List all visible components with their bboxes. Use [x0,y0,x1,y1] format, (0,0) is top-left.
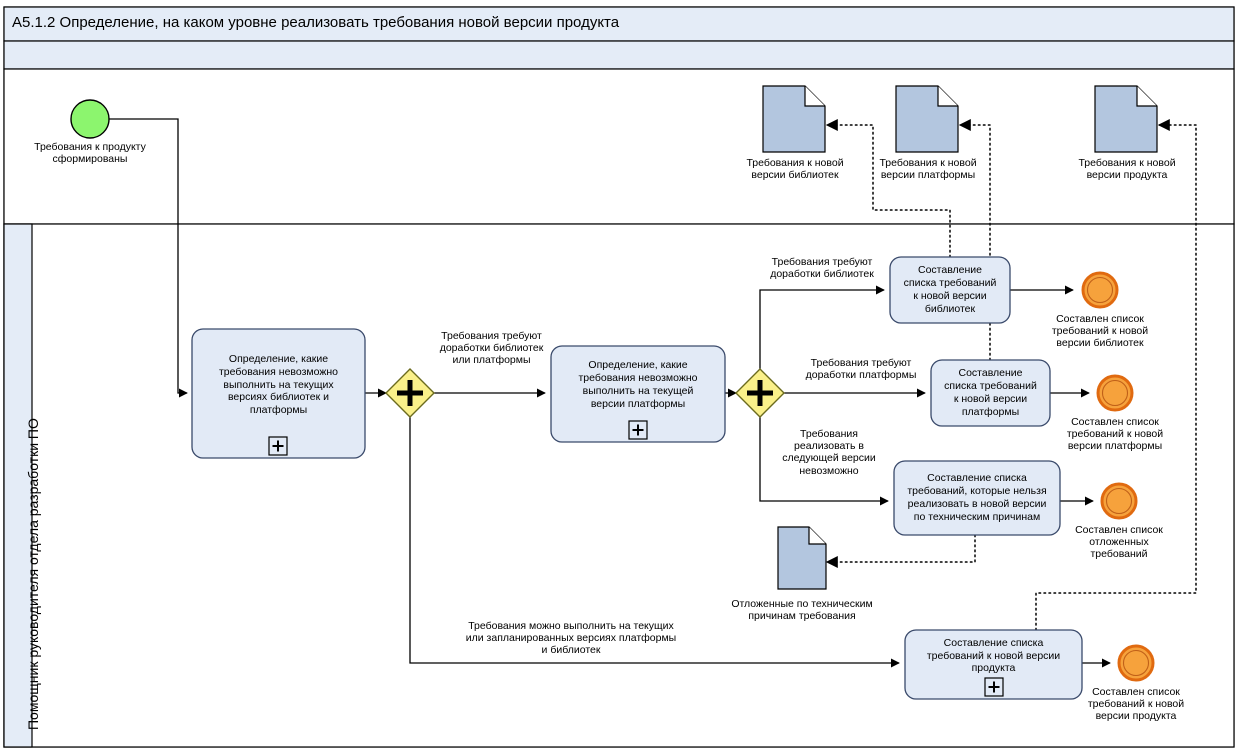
flow-label-needs-platform-rework: Требования требуют доработки платформы [805,357,917,382]
end-event-product-list-label: Составлен список требований к новой верс… [1087,686,1185,723]
end-event-library-list-label: Составлен список требований к новой верс… [1051,313,1149,350]
end-event-deferred-list[interactable] [1100,482,1138,520]
task-compose-library-requirements-label: Составление списка требований к новой ве… [903,264,997,315]
task-compose-platform-requirements[interactable] [930,359,1051,427]
task-compose-product-requirements[interactable] [904,629,1083,700]
data-object-deferred-requirements-label: Отложенные по техническим причинам требо… [731,598,873,623]
task-compose-deferred-requirements[interactable] [893,460,1061,536]
lane-title-assistant: Помощник руководителя отдела разработки … [25,418,41,730]
data-object-library-requirements-label: Требования к новой версии библиотек [746,157,844,182]
gateway-parallel-2[interactable] [735,368,785,418]
page-title: A5.1.2 Определение, на каком уровне реал… [12,14,620,31]
start-event-requirements-formed[interactable] [70,99,110,139]
task-compose-deferred-requirements-label: Составление списка требований, которые н… [907,472,1047,523]
task-define-unfeasible-current-lib-platform-label: Определение, какие требования невозможно… [218,353,339,417]
task-compose-platform-requirements-label: Составление списка требований к новой ве… [944,367,1037,418]
data-object-library-requirements[interactable] [762,85,826,153]
data-object-deferred-requirements[interactable] [777,526,827,590]
end-event-library-list[interactable] [1081,271,1119,309]
task-compose-library-requirements[interactable] [889,256,1011,324]
end-event-platform-list-label: Составлен список требований к новой верс… [1066,416,1164,453]
data-object-platform-requirements-label: Требования к новой версии платформы [879,157,977,182]
task-define-unfeasible-current-platform-label: Определение, какие требования невозможно… [578,359,698,410]
sequence-flows [108,118,1111,668]
data-object-product-requirements-label: Требования к новой версии продукта [1078,157,1176,182]
task-define-unfeasible-current-lib-platform[interactable] [191,328,366,459]
end-event-product-list[interactable] [1117,644,1155,682]
start-event-label: Требования к продукту сформированы [34,141,146,166]
gateway-parallel-1[interactable] [385,368,435,418]
flow-label-needs-lib-rework: Требования требуют доработки библиотек [770,256,874,281]
flow-label-impossible-next-version: Требования реализовать в следующей верси… [782,428,876,477]
task-compose-product-requirements-label: Составление списка требований к новой ве… [926,636,1061,675]
end-event-platform-list[interactable] [1096,374,1134,412]
flow-label-needs-lib-or-platform-rework: Требования требуют доработки библиотек и… [439,330,544,367]
end-event-deferred-list-label: Составлен список отложенных требований [1075,524,1163,561]
task-define-unfeasible-current-platform[interactable] [550,345,726,443]
data-object-product-requirements[interactable] [1094,85,1158,153]
flow-label-feasible-current-or-planned: Требования можно выполнить на текущих ил… [465,620,677,657]
data-object-platform-requirements[interactable] [895,85,959,153]
